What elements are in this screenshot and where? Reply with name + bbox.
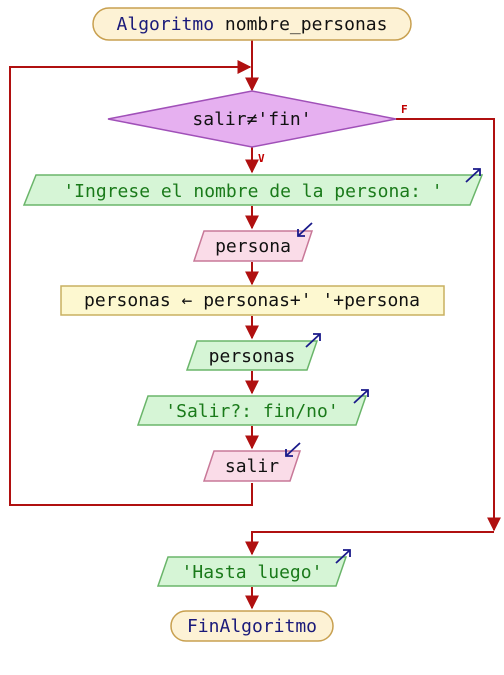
loop-condition: salir≠'fin' (192, 109, 311, 130)
end-keyword: FinAlgoritmo (187, 616, 317, 637)
read-salir-step: salir (202, 442, 302, 482)
write-salir-prompt-text: 'Salir?: fin/no' (165, 401, 338, 422)
write-personas-text: personas (209, 346, 296, 367)
write-bye-step: 'Hasta luego' (156, 549, 351, 587)
write-salir-prompt-step: 'Salir?: fin/no' (136, 389, 369, 426)
write-prompt-step: 'Ingrese el nombre de la persona: ' (22, 168, 484, 206)
start-terminal: Algoritmo nombre_personas (92, 7, 412, 41)
read-persona-text: persona (215, 236, 291, 257)
arrow-down-left-icon (285, 442, 301, 457)
algorithm-name: nombre_personas (225, 14, 388, 35)
arrow-up-right-icon (335, 549, 351, 564)
assign-text: personas ← personas+' '+persona (84, 290, 420, 311)
connectors (9, 40, 501, 610)
arrow-up-right-icon (465, 168, 481, 183)
false-flag: F (401, 103, 408, 116)
connector-exit-merge (245, 531, 494, 556)
assign-step: personas ← personas+' '+persona (60, 285, 445, 316)
arrow-up-right-icon (353, 389, 369, 404)
read-salir-text: salir (225, 456, 279, 477)
write-personas-step: personas (185, 333, 321, 371)
connector-false-branch (396, 118, 501, 532)
connector-loop-back (9, 60, 253, 506)
read-persona-step: persona (192, 222, 314, 262)
svg-text:Algoritmo nombre_person: Algoritmo nombre_personas (117, 14, 388, 35)
write-bye-text: 'Hasta luego' (182, 562, 323, 583)
arrow-down-left-icon (297, 222, 313, 237)
true-flag: V (258, 152, 265, 165)
start-keyword: Algoritmo (117, 14, 215, 35)
loop-decision: salir≠'fin' (107, 90, 397, 148)
end-terminal: FinAlgoritmo (170, 610, 334, 642)
write-prompt-text: 'Ingrese el nombre de la persona: ' (63, 181, 442, 202)
arrow-up-right-icon (305, 333, 321, 348)
